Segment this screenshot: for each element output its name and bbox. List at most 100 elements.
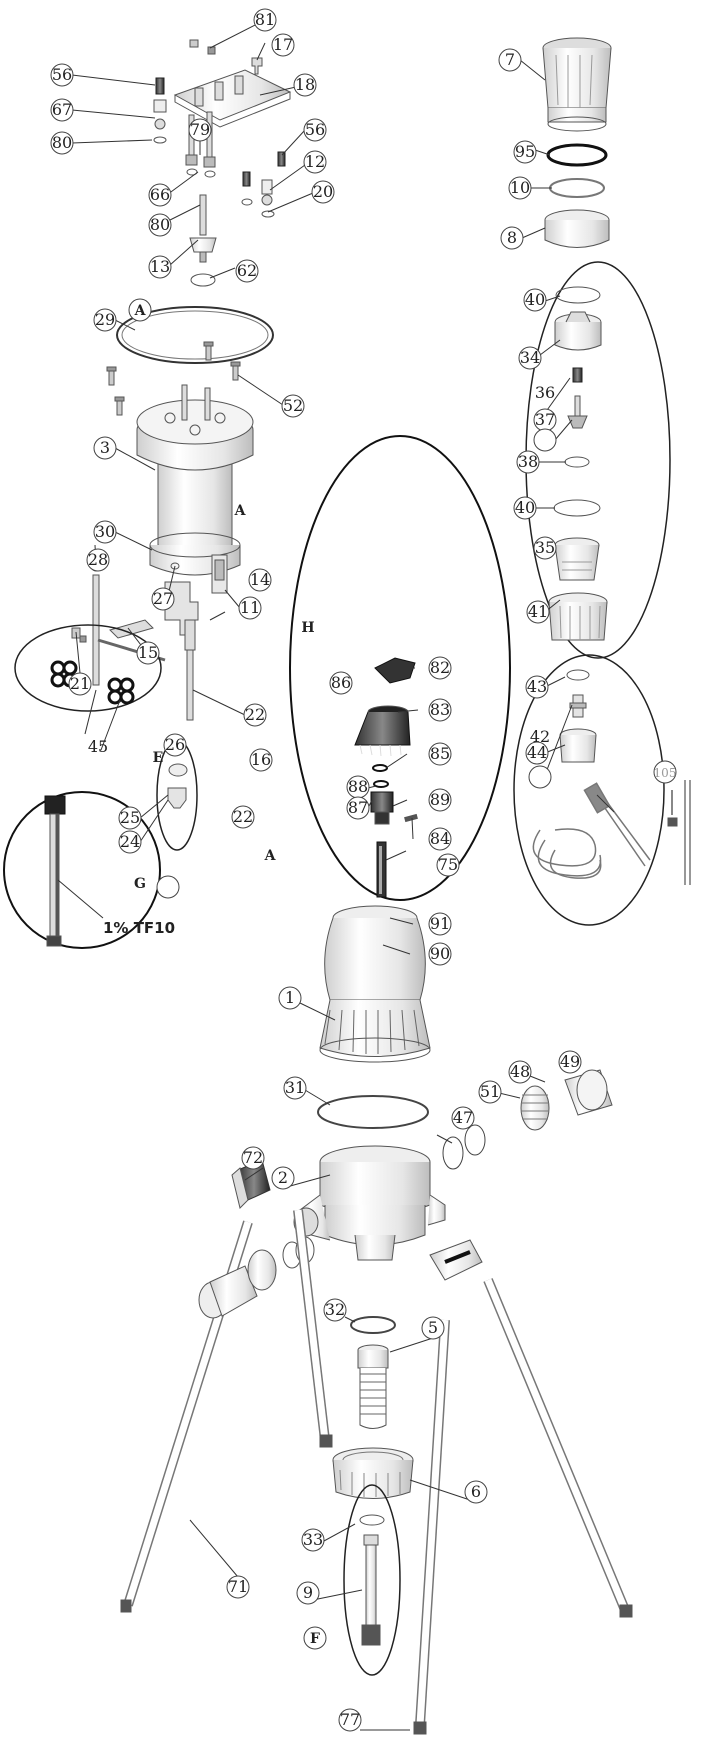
callout-32: 32 — [325, 1300, 345, 1319]
callout-25: 25 — [120, 808, 140, 827]
callout-40: 40 — [525, 290, 545, 309]
callout-16: 16 — [251, 750, 271, 769]
part-80-washer-left — [153, 136, 167, 144]
part-13-plunger — [189, 194, 217, 263]
group-h: H — [301, 620, 314, 636]
part-10-washer — [549, 178, 605, 198]
part-62-oring — [190, 273, 216, 287]
callout-81: 81 — [255, 10, 275, 29]
part-8-adapter — [544, 209, 610, 248]
callout-56b: 56 — [305, 120, 325, 139]
part-56-spring-left — [155, 77, 165, 95]
part-88-oring — [373, 780, 389, 788]
callout-45: 45 — [88, 737, 108, 756]
pipe-left-union — [198, 1236, 315, 1319]
callout-21: 21 — [70, 674, 90, 693]
callout-40b: 40 — [515, 498, 535, 517]
detail-caption: 1% TF10 — [103, 919, 175, 937]
callout-22: 22 — [245, 705, 265, 724]
part-18-manifold-plate — [173, 69, 292, 128]
leg-right — [483, 1278, 633, 1618]
part-31-oring — [317, 1095, 429, 1129]
callout-35: 35 — [535, 538, 555, 557]
part-7-top-nut — [542, 37, 612, 132]
detail-22-circle — [3, 791, 161, 949]
part-1-upper-housing — [319, 905, 431, 1063]
callout-38: 38 — [518, 452, 538, 471]
callout-3: 3 — [100, 438, 110, 457]
leader-lines — [57, 19, 615, 1731]
part-24-nozzle — [167, 787, 187, 809]
part-29-oring-large — [116, 306, 274, 364]
part-48-insert — [520, 1085, 550, 1131]
part-40-oring-bottom — [553, 499, 601, 517]
part-5-filter — [357, 1344, 389, 1429]
callout-labels: 81 17 18 56 67 80 79 66 80 56 12 20 13 6… — [52, 10, 677, 1729]
part-41-union-nut — [548, 592, 608, 641]
part-42-nut — [559, 728, 597, 763]
pipe-vertical-left — [293, 1209, 333, 1448]
part-86-shaft — [376, 841, 387, 898]
callout-22b: 22 — [233, 807, 253, 826]
callout-2: 2 — [278, 1168, 288, 1187]
callout-33: 33 — [303, 1530, 323, 1549]
part-52-screws — [106, 341, 241, 416]
callout-36: 36 — [535, 383, 555, 402]
part-6-bottom-nut — [332, 1447, 414, 1499]
callout-41: 41 — [528, 602, 548, 621]
part-12-fitting — [261, 179, 273, 206]
group-h-outline — [289, 435, 511, 901]
callout-1: 1 — [285, 988, 295, 1007]
group-a-top: A — [134, 303, 147, 319]
callout-44: 44 — [527, 743, 547, 762]
callout-8: 8 — [507, 228, 517, 247]
leg-center — [413, 1319, 450, 1735]
callout-42: 42 — [530, 727, 550, 746]
group-f: F — [310, 1631, 320, 1647]
group-a-mid: A — [234, 503, 247, 519]
callout-27: 27 — [153, 589, 173, 608]
callout-11: 11 — [240, 598, 260, 617]
callout-circles — [50, 8, 677, 1732]
part-25-cap — [168, 763, 188, 777]
group-e: E — [153, 750, 164, 766]
group-g: G — [134, 876, 146, 892]
callout-80b: 80 — [150, 215, 170, 234]
part-82-cap — [374, 657, 416, 684]
callout-15: 15 — [138, 643, 158, 662]
callout-49: 49 — [560, 1052, 580, 1071]
callout-37: 37 — [535, 410, 555, 429]
callout-52: 52 — [283, 396, 303, 415]
group-letters: A A A E G F H — [134, 303, 320, 1647]
part-22-tube — [184, 619, 196, 721]
part-17-clip — [251, 57, 263, 75]
part-43-oring — [566, 669, 590, 681]
callout-31: 31 — [285, 1078, 305, 1097]
callout-89: 89 — [430, 790, 450, 809]
group-tube-outline — [513, 654, 665, 926]
callout-62: 62 — [237, 261, 257, 280]
part-89-piston — [370, 791, 394, 825]
callout-24: 24 — [120, 832, 140, 851]
group-f-outline — [343, 1484, 401, 1676]
callout-14: 14 — [250, 570, 270, 589]
part-14-bracket — [211, 554, 228, 594]
callout-51: 51 — [480, 1082, 500, 1101]
callout-28: 28 — [88, 550, 108, 569]
part-45-seals — [50, 660, 135, 705]
part-2-lower-body — [293, 1145, 446, 1261]
callout-10: 10 — [510, 178, 530, 197]
callout-105: 105 — [654, 766, 677, 780]
part-20-washer — [241, 198, 275, 218]
callout-77: 77 — [340, 1710, 360, 1729]
callout-83: 83 — [430, 700, 450, 719]
part-47-ring — [442, 1136, 464, 1170]
callout-9: 9 — [303, 1583, 313, 1602]
callout-95: 95 — [515, 142, 535, 161]
callout-66: 66 — [150, 185, 170, 204]
callout-5: 5 — [428, 1318, 438, 1337]
callout-84: 84 — [430, 829, 450, 848]
part-75-suction-tube — [532, 780, 691, 885]
part-32-oring — [350, 1316, 396, 1334]
